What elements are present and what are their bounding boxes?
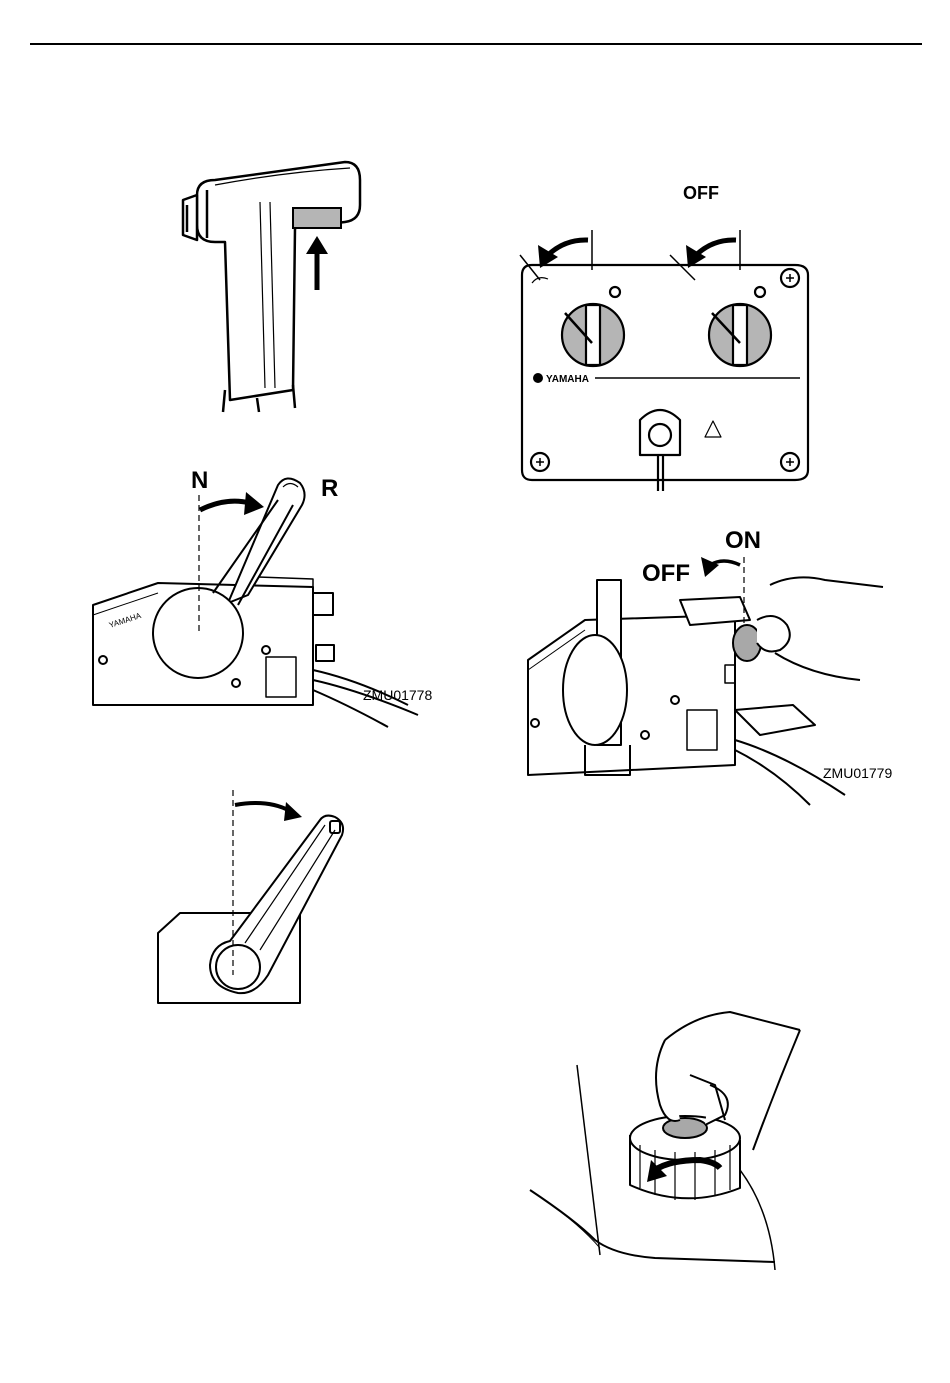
switch-panel-figure: OFF <box>510 175 815 495</box>
fuel-cap-figure <box>525 1010 810 1275</box>
shift-lever-figure: YAMAHA N R ZMU01778 <box>88 465 448 735</box>
fuel-cap-drawing <box>525 1010 810 1275</box>
label-off: OFF <box>642 560 690 588</box>
label-n: N <box>191 467 208 495</box>
header-rule <box>30 43 922 45</box>
figure-code: ZMU01778 <box>363 687 432 703</box>
throttle-handle-figure <box>175 150 365 415</box>
figure-code-2: ZMU01779 <box>823 765 892 781</box>
panel-brand-text: YAMAHA <box>546 374 589 385</box>
lever-rotate-drawing <box>150 775 370 1010</box>
throttle-handle-drawing <box>175 150 365 415</box>
switch-panel-drawing: YAMAHA <box>510 175 815 495</box>
lever-rotate-figure <box>150 775 370 1010</box>
label-on: ON <box>725 527 761 555</box>
label-r: R <box>321 475 338 503</box>
main-switch-figure: ON OFF ZMU01779 <box>525 525 895 810</box>
